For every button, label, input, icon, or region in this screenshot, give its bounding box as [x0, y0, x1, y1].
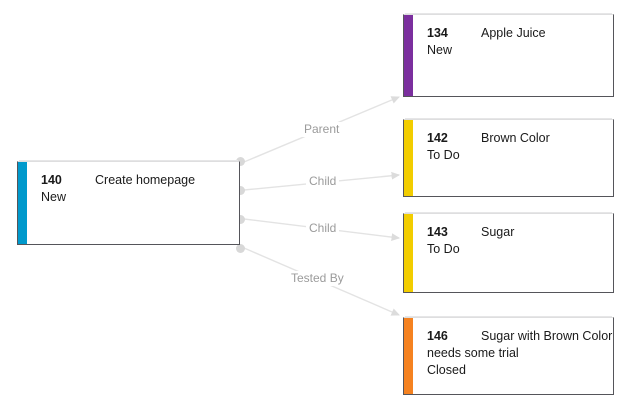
card-title: Brown Color [481, 131, 550, 145]
card-accent-bar-blue [18, 162, 27, 244]
work-item-card-142[interactable]: 142 Brown Color To Do [403, 119, 614, 197]
card-title: Sugar [481, 225, 515, 239]
card-header-row: 140 Create homepage [41, 172, 231, 189]
connector-dot-child-143[interactable] [236, 215, 245, 224]
card-title: Apple Juice [481, 26, 546, 40]
card-accent-bar-purple [404, 15, 413, 96]
card-body: 146 Sugar with Brown Color needs some tri… [413, 318, 613, 394]
card-id: 146 [427, 329, 448, 343]
card-body: 142 Brown Color To Do [413, 120, 613, 196]
card-state: To Do [427, 242, 460, 256]
card-title: Sugar with Brown Color [481, 329, 613, 343]
card-title-continuation: needs some trial [427, 346, 519, 360]
link-label-parent: Parent [301, 122, 343, 137]
card-header-row: 143 Sugar [427, 224, 605, 241]
card-body: 134 Apple Juice New [413, 15, 613, 96]
work-item-card-140[interactable]: 140 Create homepage New [17, 161, 240, 245]
card-state: Closed [427, 363, 466, 377]
card-state: To Do [427, 148, 460, 162]
card-state: New [427, 43, 453, 57]
work-item-card-134[interactable]: 134 Apple Juice New [403, 14, 614, 97]
connector-dot-child-142[interactable] [236, 186, 245, 195]
card-accent-bar-orange [404, 318, 413, 394]
link-label-tested-by: Tested By [288, 271, 347, 286]
card-body: 143 Sugar To Do [413, 214, 613, 292]
work-item-card-143[interactable]: 143 Sugar To Do [403, 213, 614, 293]
card-header-row: 134 Apple Juice [427, 25, 605, 42]
card-id: 140 [41, 173, 62, 187]
link-label-child-142: Child [306, 174, 340, 189]
card-accent-bar-yellow [404, 120, 413, 196]
card-id: 143 [427, 225, 448, 239]
card-id: 134 [427, 26, 448, 40]
work-item-card-146[interactable]: 146 Sugar with Brown Color needs some tri… [403, 317, 614, 395]
connector-dot-tested-by[interactable] [236, 244, 245, 253]
card-title: Create homepage [95, 173, 196, 187]
link-label-child-143: Child [306, 221, 340, 236]
card-accent-bar-yellow [404, 214, 413, 292]
card-header-row: 146 Sugar with Brown Color [427, 328, 612, 345]
card-body: 140 Create homepage New [27, 162, 239, 244]
card-header-row: 142 Brown Color [427, 130, 605, 147]
card-id: 142 [427, 131, 448, 145]
card-state: New [41, 190, 67, 204]
connector-dot-parent[interactable] [236, 157, 245, 166]
